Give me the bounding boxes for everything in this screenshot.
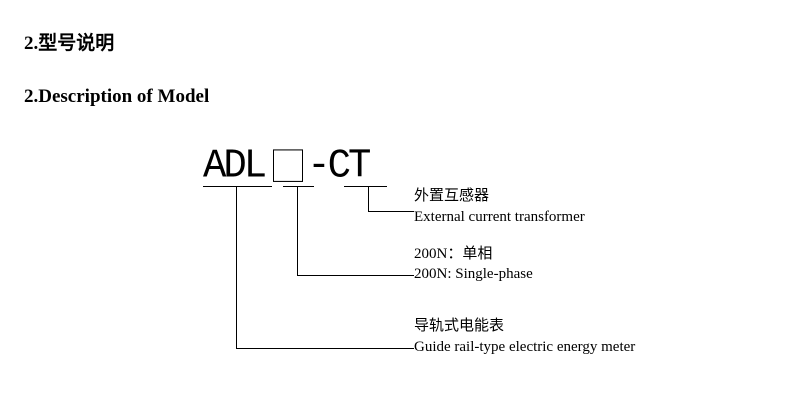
leader-box-horizontal [297, 275, 414, 276]
annotation-ct-english: External current transformer [414, 209, 585, 225]
section-title-english: 2.Description of Model [24, 86, 210, 107]
model-placeholder-box [273, 149, 304, 182]
leader-suffix-vertical [368, 186, 369, 211]
leader-suffix-horizontal [368, 211, 414, 212]
underline-prefix [203, 186, 272, 187]
leader-prefix-vertical [236, 186, 237, 348]
model-prefix: ADL [203, 143, 267, 190]
underline-box [283, 186, 314, 187]
annotation-meter-chinese: 导轨式电能表 [414, 318, 505, 334]
model-code: ADL -CT [203, 141, 371, 191]
section-title-chinese: 2.型号说明 [24, 33, 115, 54]
annotation-ct-chinese: 外置互感器 [414, 188, 490, 204]
leader-box-vertical [297, 186, 298, 275]
leader-prefix-horizontal [236, 348, 414, 349]
annotation-phase-english: 200N: Single-phase [414, 266, 533, 282]
model-suffix: -CT [307, 143, 371, 190]
annotation-meter-english: Guide rail-type electric energy meter [414, 339, 636, 355]
underline-suffix [344, 186, 387, 187]
annotation-phase-chinese: 200N：单相 [414, 246, 493, 262]
